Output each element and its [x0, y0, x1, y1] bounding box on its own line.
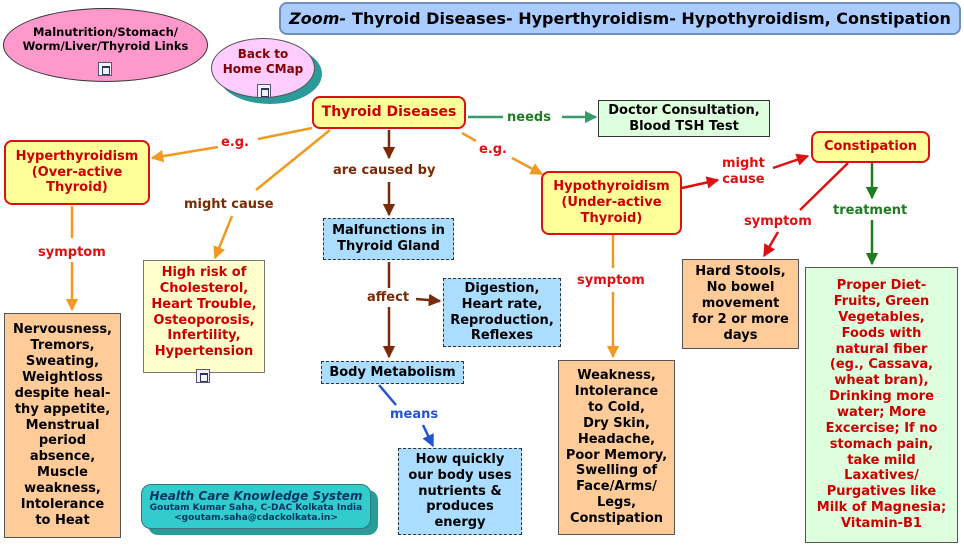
hard-stools-node: Hard Stools, No bowel movement for 2 or … [682, 259, 799, 349]
hypothyroidism-node: Hypothyroidism (Under-active Thyroid) [541, 171, 682, 235]
title-zoom: Zoom- [289, 8, 347, 28]
footer-card: Health Care Knowledge System Goutam Kuma… [141, 484, 371, 529]
eg-left-label: e.g. [221, 135, 249, 150]
concept-map-link-icon[interactable] [257, 84, 271, 98]
symptom-hypo-label: symptom [577, 273, 645, 288]
title-text: Thyroid Diseases- Hyperthyroidism- Hypot… [352, 8, 951, 28]
thyroid-diseases-node: Thyroid Diseases [312, 96, 466, 129]
page-title: Zoom- Thyroid Diseases- Hyperthyroidism-… [279, 2, 961, 35]
symptom-constipation-label: symptom [744, 214, 812, 229]
means-label: means [390, 407, 439, 422]
constipation-node: Constipation [811, 131, 930, 163]
needs-label: needs [507, 110, 551, 125]
doctor-consultation-node: Doctor Consultation, Blood TSH Test [598, 100, 770, 137]
affect-label: affect [367, 290, 410, 305]
malnutrition-links-label: Malnutrition/Stomach/ Worm/Liver/Thyroid… [22, 24, 189, 53]
treatment-node: Proper Diet- Fruits, Green Vegetables, F… [805, 267, 958, 543]
treatment-label: treatment [833, 203, 908, 218]
digestion-node: Digestion, Heart rate, Reproduction, Ref… [443, 278, 561, 347]
footer-email: <goutam.saha@cdackolkata.in> [174, 513, 338, 523]
caused-by-label: are caused by [333, 163, 436, 178]
hyperthyroidism-symptoms-node: Nervousness, Tremors, Sweating, Weightlo… [4, 313, 121, 538]
footer-author: Goutam Kumar Saha, C-DAC Kolkata India [149, 503, 363, 513]
high-risk-node: High risk of Cholesterol, Heart Trouble,… [143, 260, 265, 373]
concept-map-link-icon[interactable] [196, 369, 210, 383]
concept-map-link-icon[interactable] [98, 62, 112, 76]
body-metabolism-node: Body Metabolism [321, 361, 464, 384]
might-cause-right-label: might cause [722, 156, 765, 187]
might-cause-left-label: might cause [184, 197, 274, 212]
back-to-home-label: Back to Home CMap [222, 47, 304, 76]
footer-system-name: Health Care Knowledge System [149, 489, 363, 503]
hypothyroidism-symptoms-node: Weakness, Intolerance to Cold, Dry Skin,… [558, 360, 675, 535]
malfunctions-node: Malfunctions in Thyroid Gland [323, 218, 454, 260]
eg-right-label: e.g. [479, 142, 507, 157]
hyperthyroidism-node: Hyperthyroidism (Over-active Thyroid) [4, 140, 150, 205]
how-quickly-node: How quickly our body uses nutrients & pr… [398, 448, 522, 535]
symptom-hyper-label: symptom [38, 245, 106, 260]
